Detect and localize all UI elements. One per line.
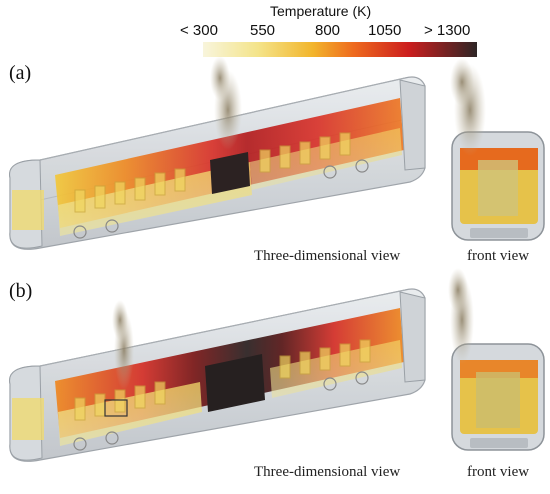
colorbar-tick-1: < 300	[180, 22, 218, 39]
panel-a-label: (a)	[9, 62, 32, 84]
panel-b-3d-caption: Three-dimensional view	[254, 464, 401, 480]
colorbar-tick-5: > 1300	[424, 22, 471, 39]
colorbar-tick-3: 800	[315, 22, 341, 39]
colorbar-tick-4: 1050	[368, 22, 402, 39]
panel-a-front-view	[450, 58, 545, 241]
panel-a-front-caption: front view	[467, 248, 530, 264]
panel-b-label: (b)	[9, 280, 33, 302]
panel-a-3d-caption: Three-dimensional view	[254, 248, 401, 264]
panel-b-front-caption: front view	[467, 464, 530, 480]
panel-a-train-3d	[8, 56, 426, 250]
panel-b-front-view	[448, 268, 545, 451]
colorbar-tick-2: 550	[250, 22, 276, 39]
colorbar-bar	[203, 42, 477, 57]
colorbar-title: Temperature (K)	[270, 3, 372, 19]
panel-b-train-3d	[8, 288, 426, 462]
